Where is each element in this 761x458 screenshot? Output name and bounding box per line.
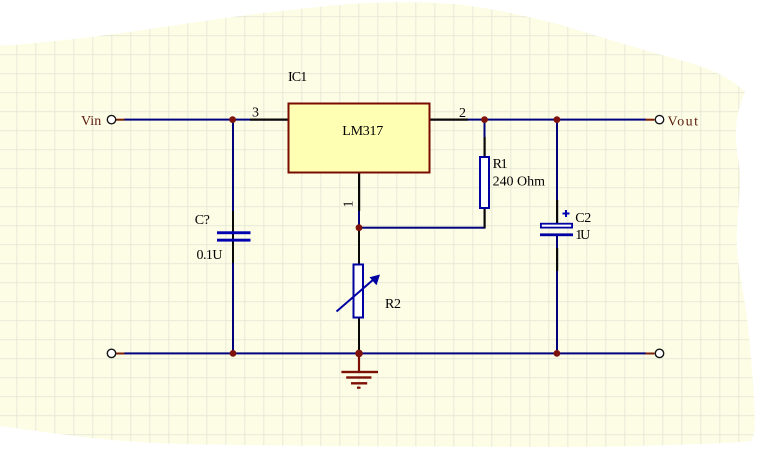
svg-text:240 Ohm: 240 Ohm (493, 174, 546, 189)
svg-text:3: 3 (252, 106, 259, 121)
svg-text:1U: 1U (575, 228, 590, 243)
svg-text:R2: R2 (385, 297, 401, 312)
svg-text:C?: C? (195, 213, 210, 228)
svg-text:IC1: IC1 (288, 70, 307, 85)
svg-text:Vin: Vin (81, 114, 101, 129)
svg-text:1: 1 (342, 201, 357, 208)
svg-text:R1: R1 (493, 157, 508, 172)
svg-text:LM317: LM317 (342, 124, 383, 139)
svg-text:Vout: Vout (668, 114, 699, 129)
svg-text:0.1U: 0.1U (197, 248, 223, 263)
svg-text:C2: C2 (575, 211, 591, 226)
svg-text:2: 2 (459, 106, 466, 121)
